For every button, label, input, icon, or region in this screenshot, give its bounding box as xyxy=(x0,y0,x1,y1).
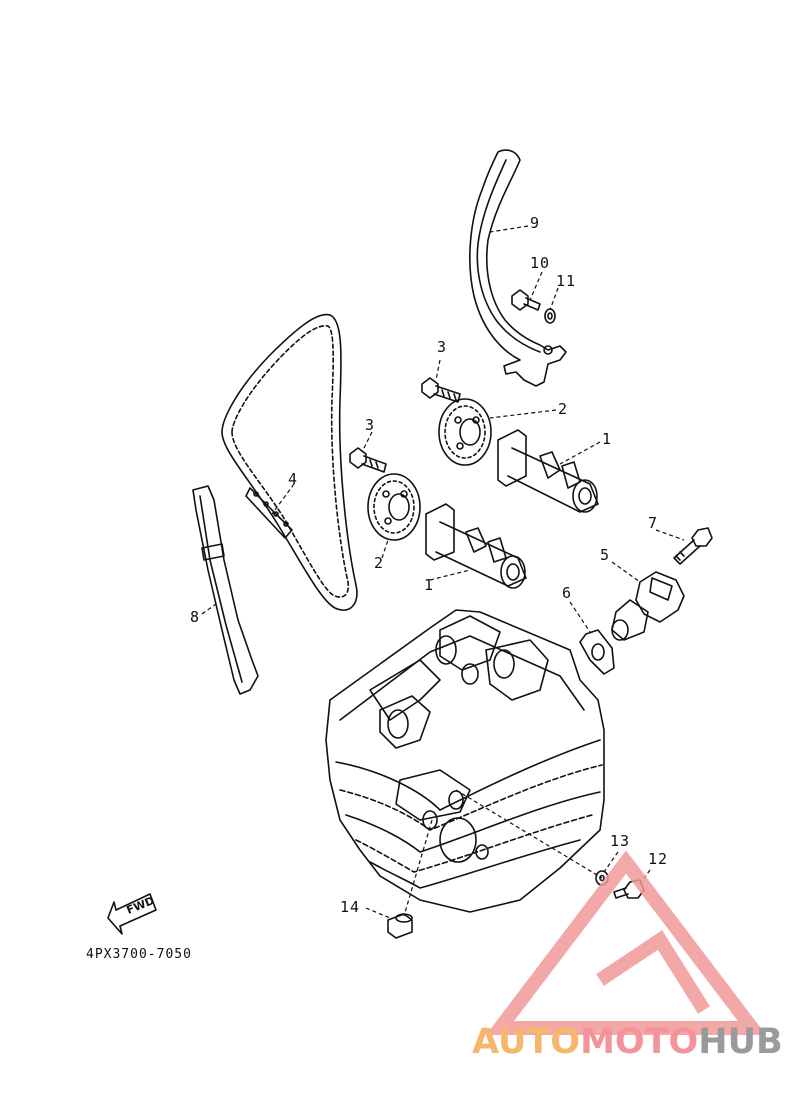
guide-washer xyxy=(544,308,556,324)
timing-chain xyxy=(221,313,358,611)
brand-moto: MOTO xyxy=(580,1022,699,1062)
chain-guide xyxy=(192,485,259,695)
callout-11: 11 xyxy=(556,272,577,290)
callout-2-upper: 2 xyxy=(558,400,569,418)
callout-3-lower: 3 xyxy=(365,416,376,434)
callout-2-lower: 2 xyxy=(374,554,385,572)
camshaft-upper xyxy=(497,429,599,513)
callout-8: 8 xyxy=(190,608,201,626)
cylinder-head xyxy=(325,609,605,913)
tensioner-gasket xyxy=(579,629,615,675)
callout-3-upper: 3 xyxy=(437,338,448,356)
dowel-pin xyxy=(387,913,413,939)
watermark-brand: AUTOMOTOHUB xyxy=(472,1022,783,1062)
sprocket-bolt-upper xyxy=(421,377,461,403)
callout-10: 10 xyxy=(530,254,551,272)
fwd-arrow-icon xyxy=(107,893,157,935)
cam-chain-tensioner xyxy=(611,571,685,641)
guide-bolt xyxy=(511,289,541,311)
callout-1-upper: 1 xyxy=(602,430,613,448)
camshaft-lower xyxy=(425,503,527,589)
cam-sprocket-lower xyxy=(367,473,421,541)
brand-hub: HUB xyxy=(698,1022,783,1062)
callout-5: 5 xyxy=(600,546,611,564)
callout-7: 7 xyxy=(648,514,659,532)
cam-sprocket-upper xyxy=(438,398,492,466)
callout-6: 6 xyxy=(562,584,573,602)
sprocket-bolt-lower xyxy=(349,447,387,473)
callout-1-lower: 1 xyxy=(424,576,435,594)
callout-14: 14 xyxy=(340,898,361,916)
watermark-triangle-icon xyxy=(485,850,767,1035)
callout-9: 9 xyxy=(530,214,541,232)
upper-chain-guide xyxy=(469,149,567,387)
callout-4: 4 xyxy=(288,470,299,488)
brand-auto: AUTO xyxy=(472,1022,581,1062)
diagram-part-number: 4PX3700-7050 xyxy=(86,947,192,962)
callout-13: 13 xyxy=(610,832,631,850)
tensioner-cap-bolt xyxy=(673,527,713,565)
leader-lines xyxy=(201,225,685,919)
callout-12: 12 xyxy=(648,850,669,868)
